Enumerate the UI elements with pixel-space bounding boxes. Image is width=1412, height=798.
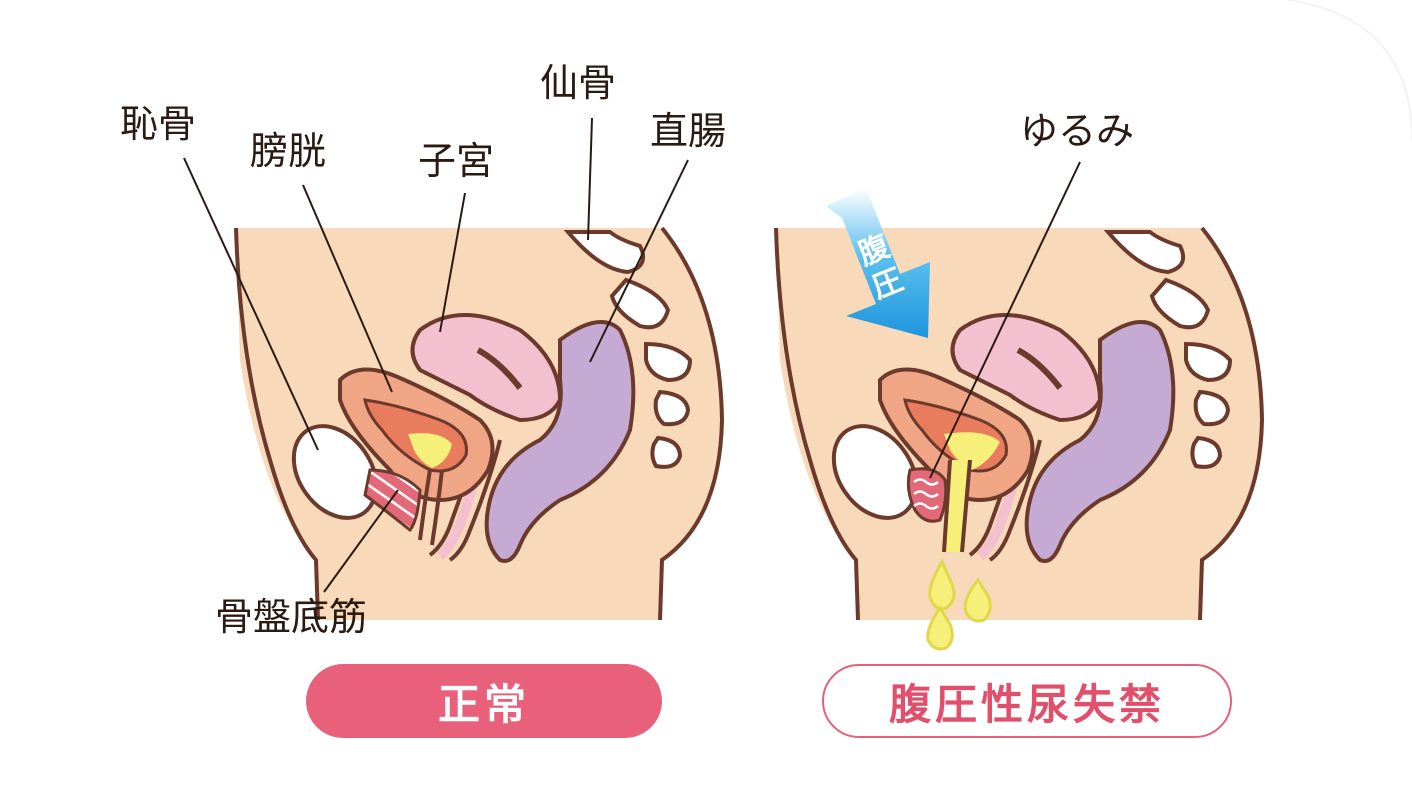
caption-normal: 正常 xyxy=(306,664,662,738)
label-pelvic-floor: 骨盤底筋 xyxy=(215,595,368,639)
label-pubic-bone: 恥骨 xyxy=(120,102,197,146)
label-bladder: 膀胱 xyxy=(250,129,327,173)
uterus xyxy=(410,313,563,423)
urine-drops xyxy=(926,558,992,651)
pelvic-floor-muscle xyxy=(363,468,422,533)
rectum xyxy=(484,320,636,563)
pubic-bone xyxy=(291,424,379,520)
stress-incontinence-diagram xyxy=(774,161,1265,651)
label-uterus: 子宮 xyxy=(418,139,495,183)
caption-stress-incontinence: 腹圧性尿失禁 xyxy=(822,664,1232,738)
label-sacrum: 仙骨 xyxy=(540,61,617,105)
normal-diagram xyxy=(183,117,725,621)
pressure-arrow xyxy=(826,188,930,338)
sacrum-vertebrae xyxy=(563,230,693,469)
label-rectum: 直腸 xyxy=(650,109,727,153)
label-laxity: ゆるみ xyxy=(1020,109,1135,153)
